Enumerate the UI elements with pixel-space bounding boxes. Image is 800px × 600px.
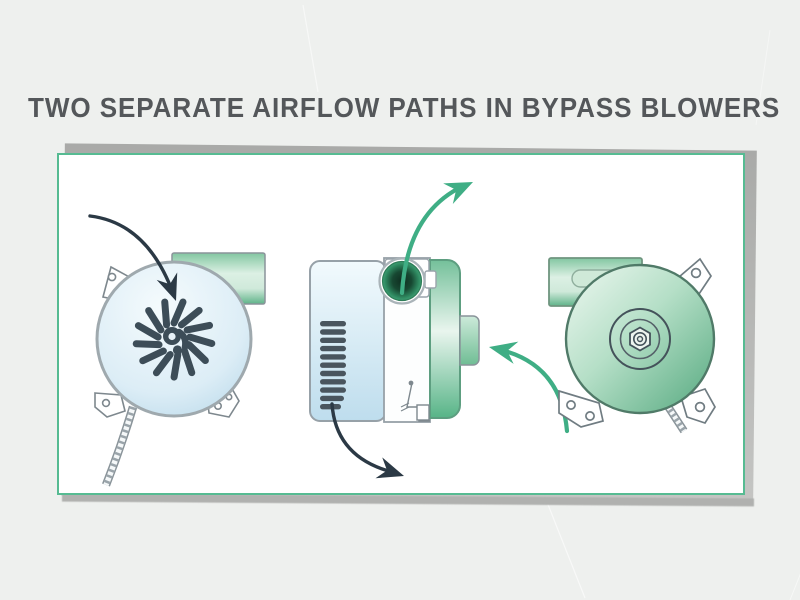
air-in-arrow bbox=[88, 214, 187, 305]
blower-diagram-graphic bbox=[88, 171, 716, 487]
power-cable bbox=[102, 405, 138, 487]
working-air-in-arrow bbox=[486, 335, 570, 434]
diagram-card bbox=[57, 153, 745, 495]
blower-front-view bbox=[88, 214, 266, 487]
cooling-vents bbox=[320, 321, 346, 410]
blower-side-view bbox=[309, 171, 570, 487]
working-air-in-arrowhead bbox=[486, 335, 519, 364]
impeller bbox=[136, 302, 212, 377]
inlet-nub bbox=[459, 315, 480, 366]
mounting-brackets-rear bbox=[558, 257, 716, 428]
motor-hub bbox=[609, 308, 671, 370]
port-mount-tab bbox=[424, 270, 437, 289]
cooling-air-out-arrow bbox=[330, 402, 408, 487]
working-air-out-arrowhead bbox=[443, 171, 478, 204]
page-title: TWO SEPARATE AIRFLOW PATHS IN BYPASS BLO… bbox=[28, 92, 781, 123]
fan-housing bbox=[429, 259, 461, 419]
cooling-air-out-arrowhead bbox=[375, 457, 408, 487]
working-air-out-arrow bbox=[399, 171, 478, 296]
latch-detail bbox=[400, 380, 430, 422]
blower-back-view bbox=[548, 257, 716, 434]
power-cable-stub bbox=[663, 402, 688, 434]
